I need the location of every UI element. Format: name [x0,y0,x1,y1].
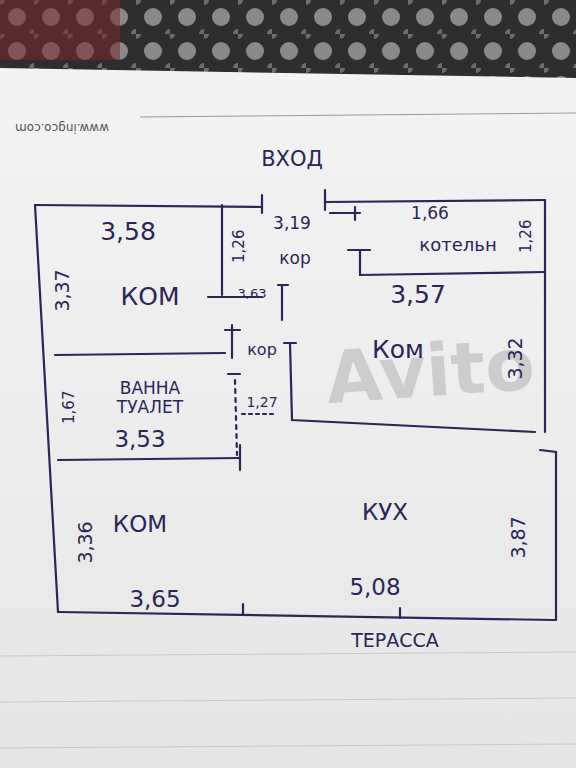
room-name: КОМ [121,283,180,311]
room-name: Ком [372,336,424,364]
dimension: 3,65 [129,587,180,612]
dimension: 5,08 [349,575,400,600]
dimension: 3,37 [52,269,73,311]
room-name: кор [247,341,277,359]
dimension: 3,36 [75,521,96,563]
room-name: ВАННА ТУАЛЕТ [90,379,210,416]
watermark-url: www.ingco.com [15,121,109,134]
dimension: 1,26 [232,229,249,262]
room-name: КУХ [362,500,408,525]
dimension: 1,67 [62,390,79,423]
entrance-label: ВХОД [261,148,323,171]
room-name: котельн [419,235,496,255]
dimension: 3,53 [114,427,165,452]
dimension: 3,87 [508,516,529,558]
room-name: КОМ [113,512,167,537]
terrace-label: ТЕРАССА [351,630,439,651]
dimension: 3,63 [238,287,267,301]
dimension: 3,58 [100,218,156,246]
dimension: 3,19 [273,214,311,233]
dimension: 1,26 [519,219,536,252]
dimension: 1,27 [246,395,277,410]
dimension: 1,66 [411,204,449,223]
dimension: 3,57 [390,281,446,309]
dimension: 3,32 [505,337,526,379]
room-name: кор [279,249,310,268]
